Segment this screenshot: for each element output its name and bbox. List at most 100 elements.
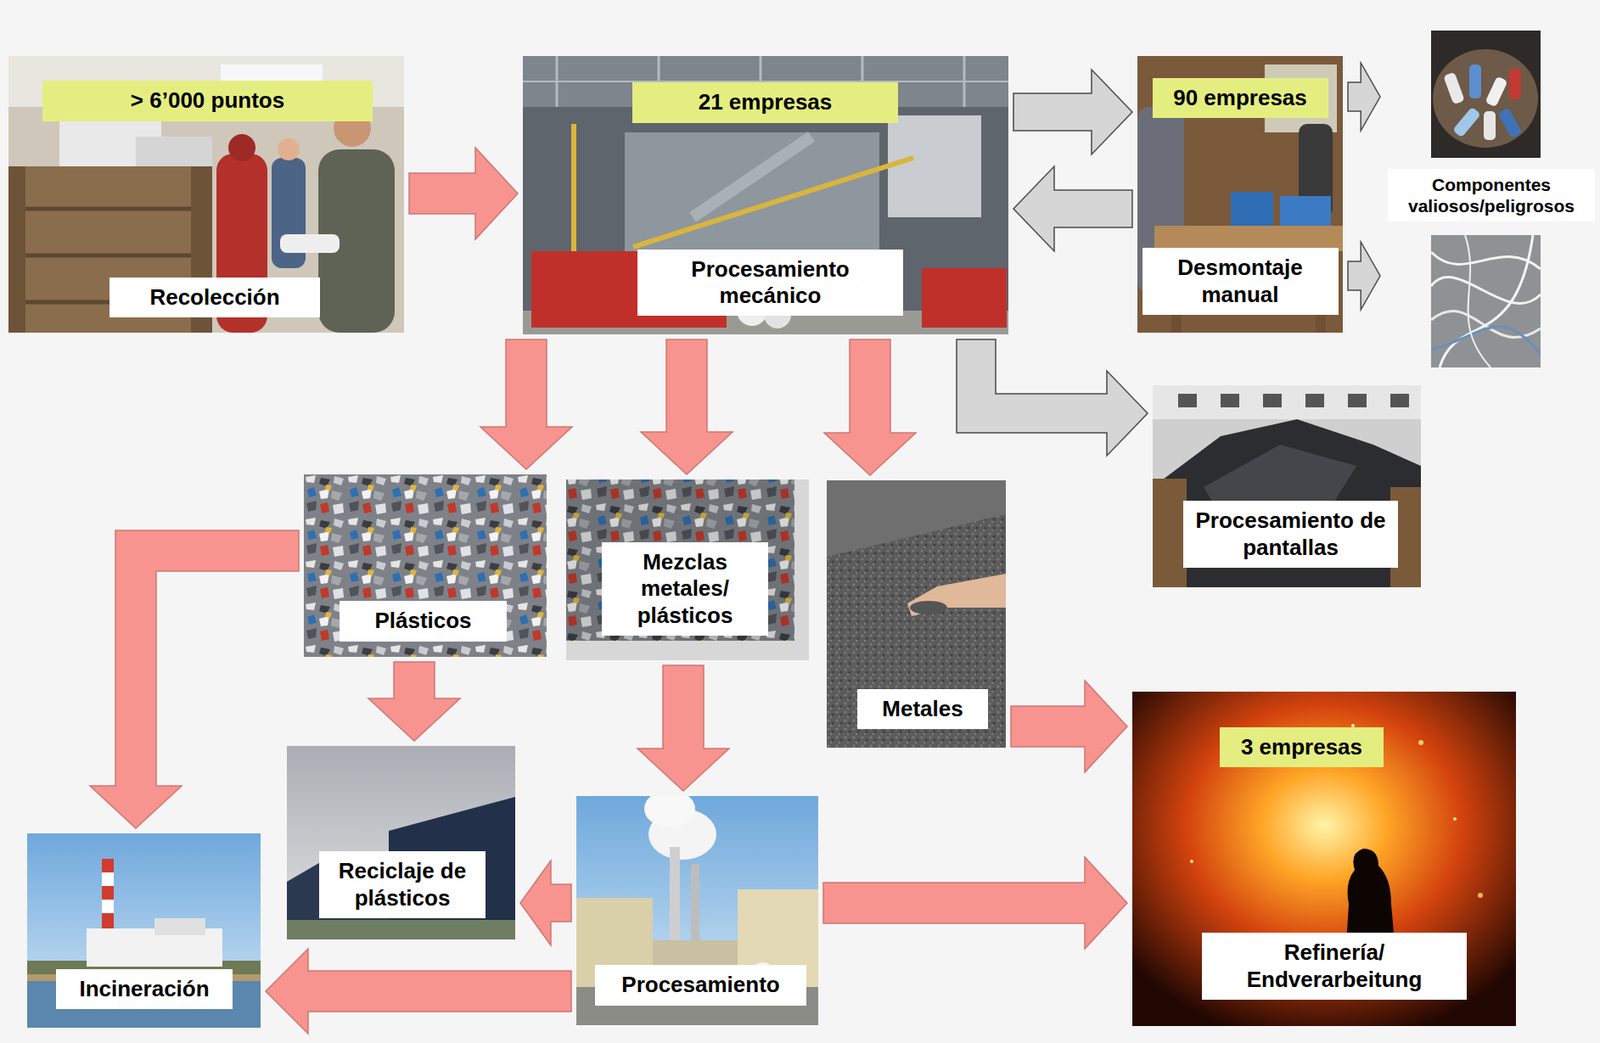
block-arrow	[89, 530, 299, 829]
refinery-photo-part	[1418, 740, 1424, 746]
recycling-node: Reciclaje de plásticos	[286, 746, 516, 940]
mixture-photo-part	[566, 479, 809, 661]
stage-label: Reciclaje de plásticos	[319, 851, 486, 918]
screens-photo-part	[1152, 478, 1187, 588]
incineration-photo-part	[101, 899, 114, 914]
components-photos-part	[1465, 235, 1491, 368]
block-arrow	[1013, 166, 1133, 252]
mechanical-plant-photo-part	[633, 157, 914, 248]
components-photos-part	[1431, 235, 1541, 368]
components-photos-part	[1431, 252, 1541, 270]
mechanical-plant-photo	[522, 56, 1009, 335]
plastic-recycling-photo-part	[286, 746, 516, 940]
stage-label: Procesamiento de pantallas	[1183, 500, 1398, 568]
incineration-node: Incineración	[27, 833, 261, 1028]
block-arrow	[1347, 241, 1381, 310]
block-arrow	[1010, 680, 1128, 773]
screens-photo-part	[1220, 393, 1240, 408]
block-arrow	[637, 665, 730, 792]
incineration-photo	[27, 833, 261, 1028]
processing-plant-photo-part	[576, 796, 819, 1026]
refinery-photo-part	[1453, 817, 1457, 821]
disassembly-photo-part	[1137, 56, 1343, 333]
screens-photo-part	[1347, 393, 1367, 408]
plastic-recycling-photo-part	[286, 746, 516, 940]
components-photos-part	[1483, 111, 1496, 141]
stage-label: Procesamiento mecánico	[637, 249, 904, 316]
screens-node: Procesamiento de pantallas	[1152, 385, 1421, 588]
block-arrow	[1013, 69, 1133, 155]
disassembly-photo	[1137, 56, 1343, 333]
components-photos-part	[1432, 49, 1539, 148]
screens-photo-part	[1152, 385, 1421, 420]
collection-photo	[8, 56, 405, 333]
stage-label: Incineración	[56, 969, 233, 1010]
components-photos-part	[1439, 235, 1533, 368]
incineration-photo-part	[27, 833, 261, 1028]
plastics-photo	[303, 474, 547, 657]
block-arrow	[1347, 62, 1381, 131]
incineration-photo-part	[101, 913, 114, 929]
screens-photo	[1152, 385, 1421, 588]
processing-plant-photo	[576, 790, 819, 1026]
components-photos-part	[1484, 76, 1508, 108]
plastics-photo-part	[303, 474, 547, 657]
incineration-photo-part	[101, 886, 114, 900]
stage-label: Recolección	[109, 277, 320, 318]
mechanical-plant-photo-part	[624, 132, 880, 260]
metals-photo-part	[907, 573, 1006, 617]
collection-photo-part	[8, 56, 405, 333]
count-tag: 21 empresas	[632, 82, 899, 123]
incineration-photo-part	[101, 872, 114, 887]
metals-photo	[826, 480, 1006, 748]
block-arrow	[265, 948, 572, 1034]
block-arrow	[824, 339, 916, 476]
components-photos-part	[1497, 107, 1522, 139]
mixture-photo	[551, 460, 809, 661]
incineration-photo-part	[154, 918, 206, 936]
stage-label: Metales	[857, 689, 989, 730]
plastics-node: Plásticos	[303, 474, 547, 657]
mixture-photo-part	[551, 460, 809, 661]
processing-node: Procesamiento	[576, 796, 819, 1026]
refinery-photo-part	[1477, 892, 1483, 899]
block-arrow	[640, 339, 733, 475]
mechanical-plant-photo-part	[921, 268, 1007, 328]
metals-photo-part	[826, 480, 1006, 557]
collection-node: > 6’000 puntosRecolección	[8, 56, 405, 333]
block-arrow	[520, 860, 572, 946]
mechanical-node: 21 empresasProcesamiento mecánico	[522, 56, 1009, 335]
screens-photo-part	[1152, 419, 1421, 588]
metals-photo-part	[909, 600, 948, 615]
screens-photo-part	[1152, 385, 1421, 588]
refinery-photo-part	[1190, 859, 1194, 864]
collection-photo-part	[8, 207, 213, 212]
processing-plant-photo-part	[644, 790, 696, 828]
metals-photo-part	[826, 480, 1006, 748]
refinery-photo-part	[1132, 691, 1516, 1027]
screens-photo-part	[1305, 393, 1325, 408]
processing-plant-photo-part	[576, 790, 819, 1026]
block-arrow	[368, 662, 461, 742]
mechanical-plant-photo-part	[692, 136, 812, 218]
components-photos-part	[1431, 276, 1541, 304]
metals-node: Metales	[826, 480, 1006, 748]
disassembly-node: 90 empresasDesmontaje manual	[1137, 56, 1343, 333]
components-photos-part	[1442, 72, 1465, 106]
refinery-photo-part	[1132, 691, 1516, 1027]
mechanical-plant-photo-part	[571, 123, 577, 260]
stage-label: Plásticos	[339, 600, 507, 641]
mixture-node: Mezclas metales/ plásticos	[566, 479, 809, 661]
components-photos-part	[1452, 106, 1482, 139]
stage-label: Refinería/ Endverarbeitung	[1201, 932, 1467, 1000]
stage-label: Componentes valiosos/peligrosos	[1387, 168, 1595, 222]
screens-photo-part	[1263, 393, 1282, 408]
components-photos-part	[1431, 326, 1541, 354]
refinery-photo-part	[1132, 691, 1516, 1027]
components-photos-part	[1431, 235, 1541, 368]
incineration-photo-part	[27, 833, 261, 1028]
stage-label: Desmontaje manual	[1142, 247, 1339, 315]
disassembly-photo-part	[1230, 191, 1274, 226]
incineration-photo-part	[101, 858, 114, 873]
